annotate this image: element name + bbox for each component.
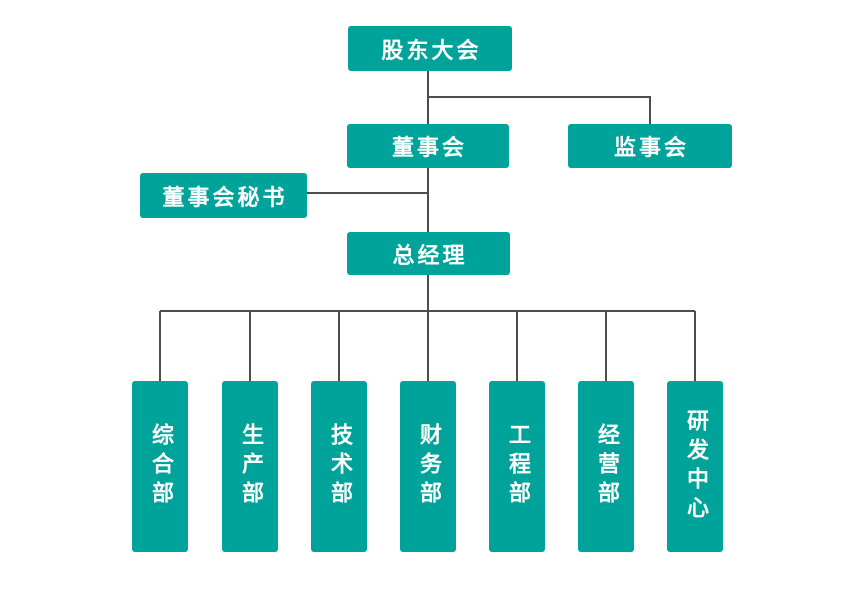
node-board-of-directors: 董事会 <box>347 124 509 168</box>
node-department-technology: 技术部 <box>311 381 367 552</box>
node-supervisory-board: 监事会 <box>568 124 732 168</box>
node-department-engineering: 工程部 <box>489 381 545 552</box>
node-department-production: 生产部 <box>222 381 278 552</box>
node-shareholders-meeting: 股东大会 <box>348 26 512 71</box>
node-general-manager: 总经理 <box>347 232 510 275</box>
node-department-operations: 经营部 <box>578 381 634 552</box>
node-department-finance: 财务部 <box>400 381 456 552</box>
node-rnd-center: 研发中心 <box>667 381 723 552</box>
node-board-secretary: 董事会秘书 <box>140 173 307 218</box>
node-department-general: 综合部 <box>132 381 188 552</box>
